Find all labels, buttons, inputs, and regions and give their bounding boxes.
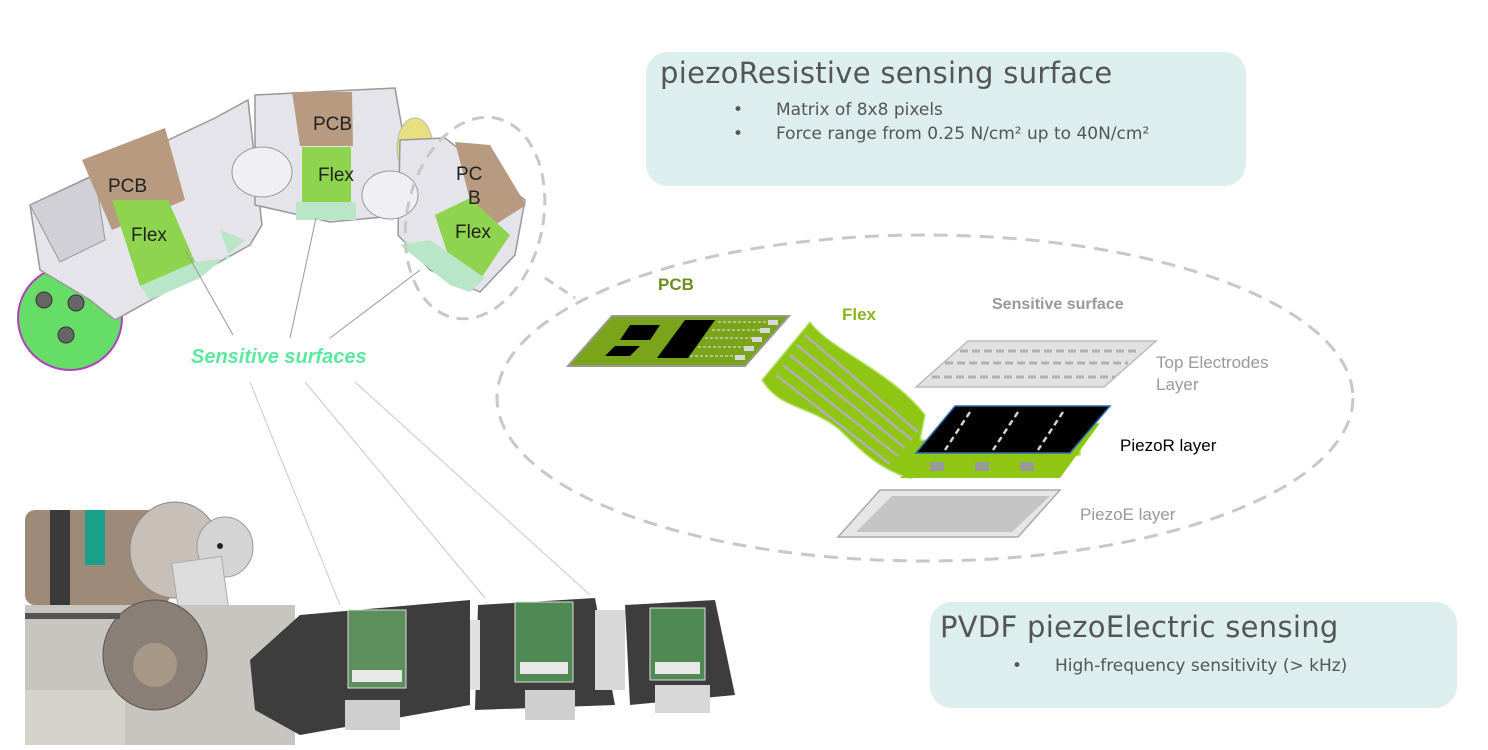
cad-finger-model: [17, 87, 576, 371]
pcb-patch-3: [455, 142, 526, 228]
robot-finger-photo: [25, 501, 735, 745]
piezor-layer: [900, 405, 1112, 478]
exploded-pcb-label: PCB: [658, 275, 694, 294]
cad-pcb-label-1: PCB: [108, 176, 148, 197]
pvdf-callout: PVDF piezoElectric sensing •High-frequen…: [930, 602, 1457, 708]
top-electrodes-layer: [914, 340, 1158, 388]
flex-patch-3: [435, 198, 510, 280]
cad-flex-label-1: Flex: [131, 225, 167, 246]
piezoe-layer-label: PiezoE layer: [1080, 505, 1176, 524]
cad-flex-label-2: Flex: [318, 165, 354, 186]
bullet-item: •Matrix of 8x8 pixels: [733, 100, 943, 120]
exploded-flex-label: Flex: [842, 305, 877, 324]
piezoe-layer: [836, 489, 1062, 538]
piezoresistive-title: piezoResistive sensing surface: [660, 56, 1113, 90]
exploded-pcb-board: [565, 315, 792, 367]
pvdf-bullets: •High-frequency sensitivity (> kHz): [1012, 654, 1348, 678]
piezoresistive-callout: piezoResistive sensing surface •Matrix o…: [646, 52, 1246, 186]
bullet-item: •Force range from 0.25 N/cm² up to 40N/c…: [733, 124, 1150, 144]
exploded-view-dashed-ellipse: [495, 233, 1355, 563]
sensitive-surfaces-label: Sensitive surfaces: [191, 346, 367, 368]
sensitive-surface-label: Sensitive surface: [992, 296, 1124, 313]
flex-patch-2: [302, 147, 351, 202]
piezor-layer-label: PiezoR layer: [1120, 436, 1217, 455]
cad-pcb-label-3b: B: [468, 188, 481, 209]
exploded-flex-cable: [761, 320, 1081, 479]
sensitive-strip-3: [400, 240, 485, 292]
sensitive-strip-2: [296, 202, 356, 220]
top-electrodes-label: Top Electrodes Layer: [1156, 353, 1269, 394]
bullet-item: •High-frequency sensitivity (> kHz): [1012, 656, 1348, 676]
cad-flex-label-3: Flex: [455, 222, 491, 243]
sensitive-strip-1: [140, 230, 245, 300]
cad-pcb-label-2: PCB: [313, 114, 353, 135]
flex-patch-1: [112, 200, 195, 286]
pvdf-title: PVDF piezoElectric sensing: [940, 610, 1339, 644]
piezoresistive-bullets: •Matrix of 8x8 pixels •Force range from …: [733, 98, 1150, 146]
cad-pcb-label-3a: PC: [456, 164, 483, 185]
pcb-patch-2: [292, 92, 353, 146]
fingertip-dashed-circle: [403, 115, 547, 321]
